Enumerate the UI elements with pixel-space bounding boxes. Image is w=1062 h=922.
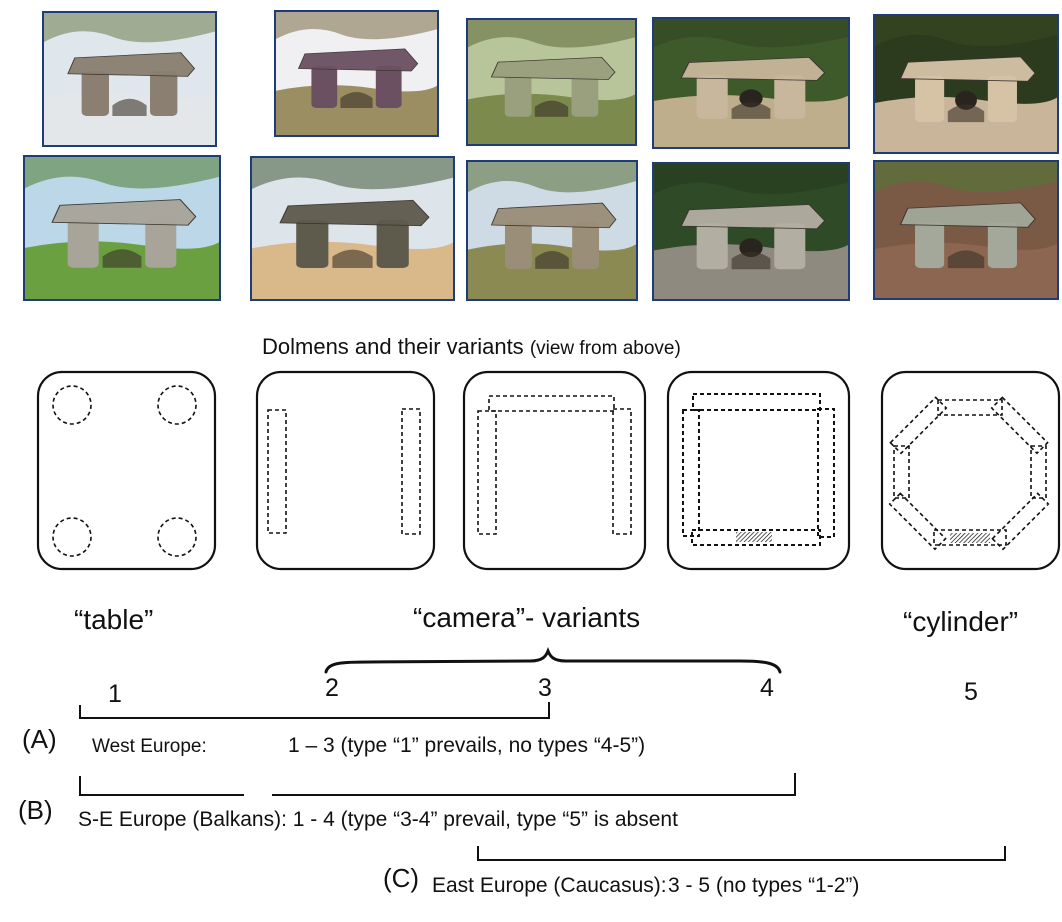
diagram-title: Dolmens and their variants (view from ab… [262, 334, 681, 359]
ring-slab-bottom-left [888, 492, 947, 551]
ring-slab-top-right [990, 396, 1049, 455]
region-a-range: 1 – 3 (type “1” prevails, no types “4-5”… [288, 734, 646, 757]
ring-slab-left [893, 445, 910, 499]
dolmen-photo-2 [274, 10, 439, 137]
photo-8-image [468, 162, 636, 299]
dolmen-photo-10 [873, 160, 1059, 300]
wall-slab-left [477, 410, 497, 535]
photo-6-image [25, 157, 219, 299]
wall-slab-left [267, 409, 287, 534]
photo-4-image [654, 19, 848, 147]
dolmen-photo-1 [42, 11, 217, 147]
dolmen-photo-4 [652, 17, 850, 149]
region-b-text: S-E Europe (Balkans): 1 - 4 (type “3-4” … [78, 808, 678, 831]
plan-type-5-cylinder [880, 370, 1061, 571]
region-a-letter: (A) [22, 724, 57, 754]
wall-slab-left [682, 409, 700, 537]
photo-3-image [468, 20, 635, 144]
support-stone-3 [52, 517, 92, 557]
dolmen-photo-3 [466, 18, 637, 146]
wall-slab-front [691, 529, 821, 546]
region-a-label: West Europe: [92, 736, 207, 757]
region-c-range: 3 - 5 (no types “1-2”) [668, 874, 860, 897]
support-stone-4 [157, 517, 197, 557]
ring-slab-bottom-right [991, 492, 1050, 551]
photo-9-image [654, 164, 848, 299]
dolmen-photo-7 [250, 156, 455, 301]
ring-slab-top [937, 399, 1003, 416]
photo-10-image [875, 162, 1057, 298]
photo-5-image [875, 16, 1057, 152]
label-table: “table” [74, 604, 154, 635]
bracket-b [79, 773, 796, 796]
support-stone-2 [157, 385, 197, 425]
plan-type-3-camera [462, 370, 647, 571]
support-stone-1 [52, 385, 92, 425]
bracket-a [79, 702, 550, 719]
region-c-label: East Europe (Caucasus): [432, 874, 667, 897]
wall-slab-right [612, 408, 632, 535]
camera-variants-brace [324, 646, 782, 674]
wall-slab-right [817, 408, 835, 538]
porthole-hatch [736, 532, 772, 542]
plan-type-1-table [36, 370, 217, 571]
plan-type-4-camera [666, 370, 851, 571]
type-number-1: 1 [108, 680, 122, 708]
photo-7-image [252, 158, 453, 299]
wall-slab-back [488, 395, 615, 412]
photo-2-image [276, 12, 437, 135]
label-cylinder: “cylinder” [903, 606, 1019, 637]
plan-type-2-camera [255, 370, 436, 571]
ring-slab-right [1030, 445, 1047, 499]
label-camera-variants: “camera”- variants [413, 602, 641, 633]
bracket-c [477, 846, 1006, 861]
type-number-5: 5 [964, 678, 978, 706]
dolmen-photo-8 [466, 160, 638, 301]
dolmen-photo-5 [873, 14, 1059, 154]
dolmen-photo-9 [652, 162, 850, 301]
diagram-title-sub: (view from above) [529, 338, 681, 359]
ring-slab-top-left [889, 396, 948, 455]
wall-slab-right [401, 408, 421, 535]
photo-1-image [44, 13, 215, 145]
type-number-2: 2 [325, 674, 339, 702]
ring-slab-bottom [933, 529, 1007, 546]
region-c-letter: (C) [383, 863, 420, 893]
type-number-4: 4 [760, 674, 774, 702]
type-number-3: 3 [538, 674, 552, 702]
wall-slab-back [692, 393, 821, 411]
dolmen-photo-6 [23, 155, 221, 301]
porthole-hatch [950, 533, 990, 543]
diagram-title-main: Dolmens and their variants [262, 334, 524, 359]
region-b-letter: (B) [18, 795, 53, 825]
